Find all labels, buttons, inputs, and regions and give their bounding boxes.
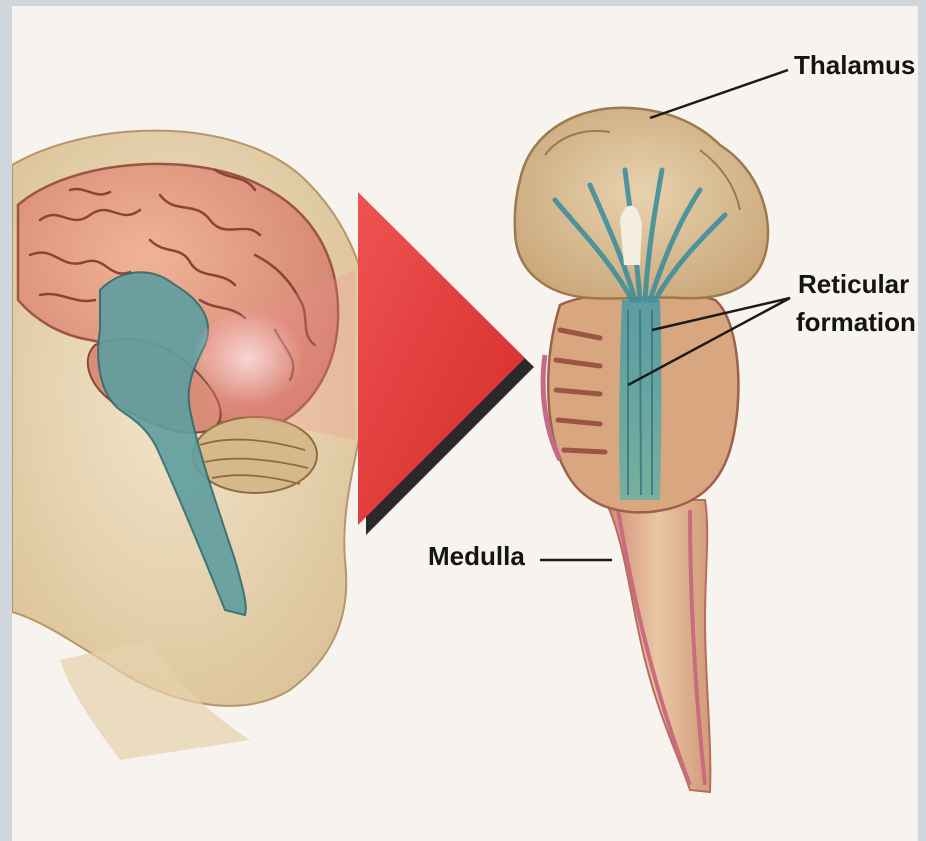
reticular-label-line2: formation bbox=[796, 307, 916, 337]
pointer-arrow bbox=[358, 192, 534, 535]
illustration-frame: Thalamus Reticular formation Medulla bbox=[12, 6, 918, 841]
medulla-label: Medulla bbox=[428, 541, 525, 571]
reticular-label-line1: Reticular bbox=[798, 269, 909, 299]
thalamus bbox=[515, 108, 768, 299]
thalamus-label: Thalamus bbox=[794, 50, 915, 80]
reticular-formation-diagram: Thalamus Reticular formation Medulla bbox=[12, 6, 918, 841]
isolated-brainstem bbox=[515, 108, 768, 792]
cerebellum bbox=[193, 417, 317, 493]
thalamus-leader bbox=[650, 70, 788, 118]
